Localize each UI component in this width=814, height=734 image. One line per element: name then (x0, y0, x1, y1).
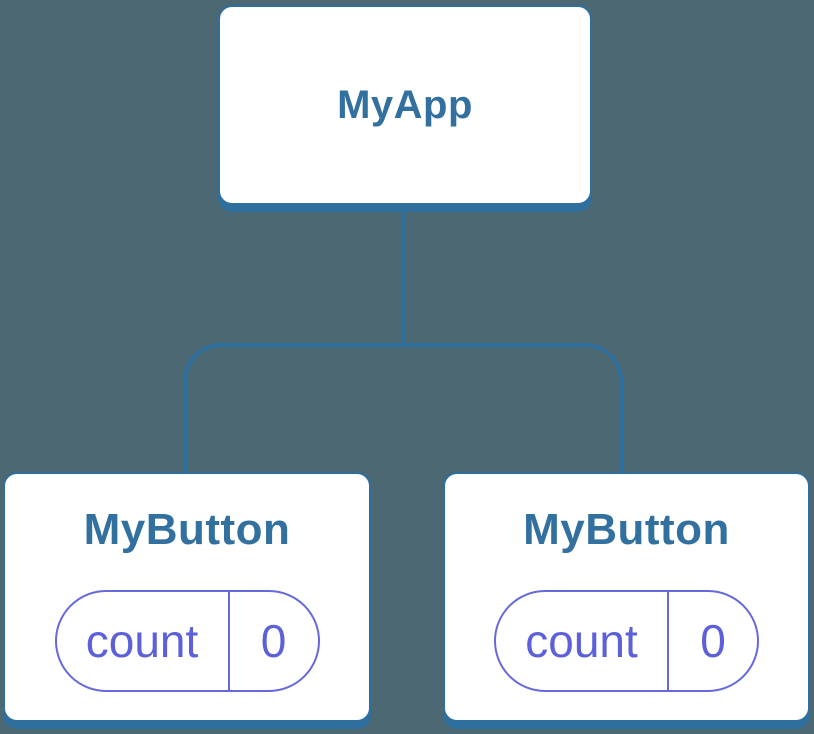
state-value: 0 (260, 614, 287, 667)
state-pill: count 0 (54, 589, 320, 692)
child-component-card-2: MyButton count 0 (443, 472, 810, 722)
state-name: count (496, 591, 669, 690)
child-component-card-1: MyButton count 0 (3, 472, 371, 722)
child-component-label: MyButton (83, 505, 291, 554)
root-component-card: MyApp (218, 5, 592, 205)
children-connector-bracket (183, 343, 623, 474)
state-pill: count 0 (494, 589, 759, 692)
root-component-label: MyApp (337, 83, 473, 127)
state-name: count (57, 591, 230, 690)
state-value: 0 (700, 614, 726, 667)
root-connector-line (401, 212, 406, 346)
child-component-label: MyButton (523, 505, 730, 554)
